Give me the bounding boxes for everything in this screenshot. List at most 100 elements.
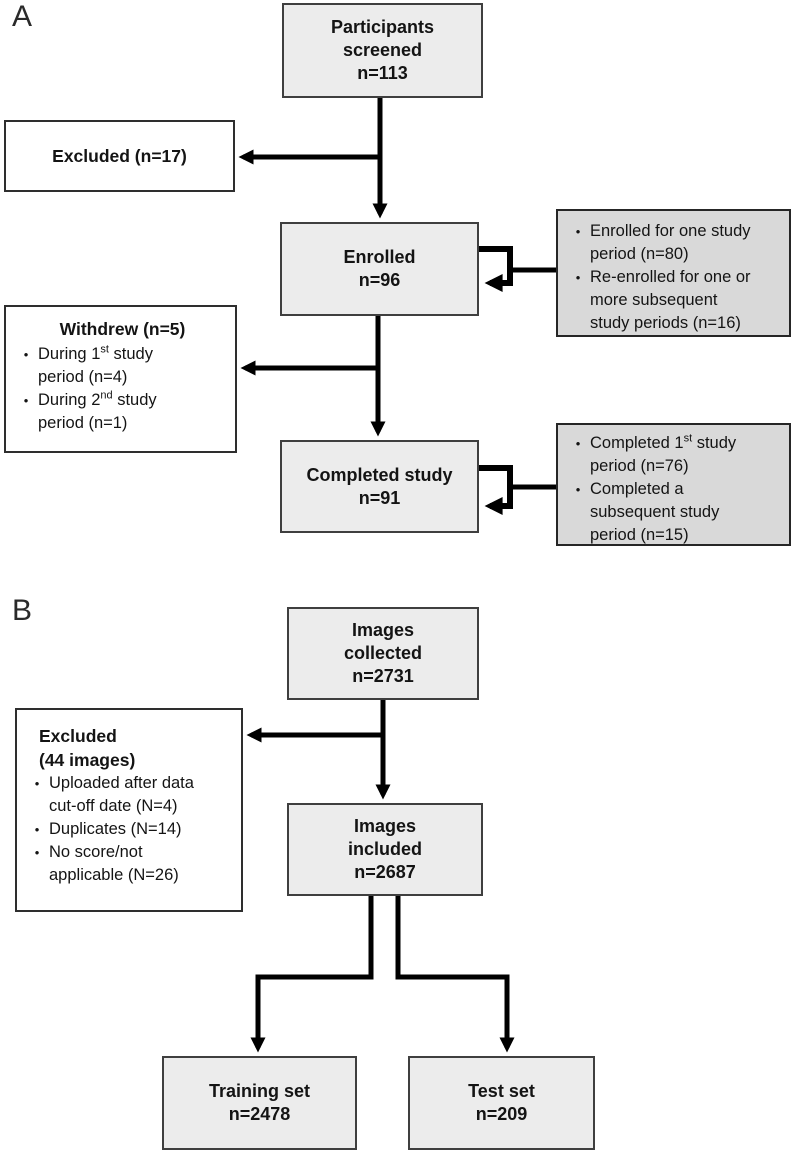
enrolled-note-box: • Enrolled for one study period (n=80) •… bbox=[556, 209, 791, 337]
box-text-line: Images bbox=[353, 816, 417, 836]
bullet-text-pre: period (n=80) bbox=[590, 245, 689, 263]
bullet-dot: • bbox=[23, 393, 29, 408]
bullet-line: • During 2nd study bbox=[14, 389, 231, 412]
box-text-line: n=209 bbox=[475, 1104, 528, 1124]
arrow-included-to-test bbox=[395, 896, 515, 1053]
box-text-line: Participants bbox=[330, 17, 435, 37]
loop-arrow-completed bbox=[478, 465, 513, 515]
bullet-text-post: study bbox=[108, 345, 153, 363]
bullet-text: No score/not bbox=[49, 841, 237, 864]
bullet-line: • Enrolled for one study bbox=[566, 220, 785, 243]
bullet-line: period (n=15) bbox=[566, 524, 785, 547]
bullet-text: period (n=1) bbox=[38, 412, 231, 435]
bullet-line: • Completed a bbox=[566, 478, 785, 501]
box-text-line: n=113 bbox=[357, 63, 408, 83]
bullet-dot: • bbox=[34, 845, 40, 860]
bullet-text-pre: subsequent study bbox=[590, 503, 720, 521]
bullet-text: Duplicates (N=14) bbox=[49, 818, 237, 841]
bullet-line: subsequent study bbox=[566, 501, 785, 524]
test-set-box: Test set n=209 bbox=[408, 1056, 595, 1150]
bullet-text: subsequent study bbox=[590, 501, 785, 524]
box-text-line: screened bbox=[342, 40, 423, 60]
box-text-line: n=91 bbox=[358, 487, 401, 508]
bullet-line: study periods (n=16) bbox=[566, 312, 785, 335]
bullet-line: period (n=4) bbox=[14, 366, 231, 389]
bullet-dot: • bbox=[34, 776, 40, 791]
bullet-text: study periods (n=16) bbox=[590, 312, 785, 335]
bullet-line: more subsequent bbox=[566, 289, 785, 312]
bullet-dot: • bbox=[575, 224, 581, 239]
bullet-text: Completed a bbox=[590, 478, 785, 501]
bullet-text-sup: st bbox=[683, 432, 693, 445]
bullet-dot: • bbox=[575, 482, 581, 497]
bullet-text: During 1st study bbox=[38, 343, 231, 366]
bullet-text-pre: Completed 1 bbox=[590, 434, 684, 452]
box-text-line: Images bbox=[351, 620, 415, 640]
completed-note-box: • Completed 1st study period (n=76) • Co… bbox=[556, 423, 791, 546]
bullet-text-pre: No score/not bbox=[49, 843, 143, 861]
bullet-line: period (n=1) bbox=[14, 412, 231, 435]
bullet-text: period (n=80) bbox=[590, 243, 785, 266]
box-text-line: collected bbox=[343, 643, 423, 663]
bullet-text: During 2nd study bbox=[38, 389, 231, 412]
box-text-line: Test set bbox=[468, 1081, 535, 1101]
completed-study-box: Completed study n=91 bbox=[280, 440, 479, 533]
bullet-line: • Re-enrolled for one or bbox=[566, 266, 785, 289]
box-text-line: n=2731 bbox=[352, 666, 414, 686]
bullet-line: period (n=80) bbox=[566, 243, 785, 266]
loop-arrow-enrolled bbox=[478, 246, 513, 292]
bullet-text-pre: Completed a bbox=[590, 480, 684, 498]
bullet-text: Re-enrolled for one or bbox=[590, 266, 785, 289]
bullet-text: period (n=15) bbox=[590, 524, 785, 547]
box-text-line: n=2687 bbox=[354, 862, 416, 882]
bullet-text-post: study bbox=[112, 391, 157, 409]
bullet-text: Completed 1st study bbox=[590, 432, 785, 455]
bullet-line: • No score/not bbox=[25, 841, 237, 864]
bullet-text-pre: period (n=1) bbox=[38, 414, 128, 432]
bullet-text-pre: Re-enrolled for one or bbox=[590, 268, 751, 286]
excluded-b-box: Excluded (44 images) • Uploaded after da… bbox=[15, 708, 243, 912]
withdrew-box: Withdrew (n=5) • During 1st study period… bbox=[4, 305, 237, 453]
box-text-line: n=2478 bbox=[228, 1104, 291, 1124]
excluded-b-title: Excluded bbox=[39, 726, 117, 746]
box-text-line: n=96 bbox=[358, 270, 401, 290]
bullet-text-pre: period (n=4) bbox=[38, 368, 128, 386]
bullet-text-pre: study periods (n=16) bbox=[590, 314, 741, 332]
bullet-dot: • bbox=[23, 347, 29, 362]
bullet-text: Uploaded after data bbox=[49, 772, 237, 795]
bullet-text-pre: During 2 bbox=[38, 391, 101, 409]
box-text-line: Enrolled bbox=[343, 247, 416, 267]
box-text-line: Excluded (n=17) bbox=[52, 145, 187, 166]
bullet-line: • Uploaded after data bbox=[25, 772, 237, 795]
bullet-text-post: study bbox=[692, 434, 737, 452]
bullet-text-pre: Uploaded after data bbox=[49, 774, 194, 792]
images-included-box: Images included n=2687 bbox=[287, 803, 483, 896]
panel-a-label: A bbox=[12, 0, 33, 33]
bullet-text: applicable (N=26) bbox=[49, 864, 237, 887]
arrow-included-to-training bbox=[250, 896, 374, 1053]
bullet-text-sup: st bbox=[100, 343, 109, 356]
bullet-text: Enrolled for one study bbox=[590, 220, 785, 243]
participants-screened-box: Participants screened n=113 bbox=[282, 3, 483, 98]
bullet-text-pre: period (n=15) bbox=[590, 526, 689, 544]
bullet-dot: • bbox=[34, 822, 40, 837]
box-text-line: included bbox=[347, 839, 422, 859]
bullet-line: cut-off date (N=4) bbox=[25, 795, 237, 818]
bullet-line: period (n=76) bbox=[566, 455, 785, 478]
bullet-dot: • bbox=[575, 270, 581, 285]
bullet-dot: • bbox=[575, 436, 581, 451]
bullet-line: applicable (N=26) bbox=[25, 864, 237, 887]
bullet-text: period (n=4) bbox=[38, 366, 231, 389]
panel-b-label: B bbox=[12, 594, 33, 627]
enrolled-box: Enrolled n=96 bbox=[280, 222, 479, 316]
images-collected-box: Images collected n=2731 bbox=[287, 607, 479, 700]
bullet-line: • During 1st study bbox=[14, 343, 231, 366]
bullet-line: • Completed 1st study bbox=[566, 432, 785, 455]
bullet-text-pre: applicable (N=26) bbox=[49, 866, 179, 884]
excluded-a-box: Excluded (n=17) bbox=[4, 120, 235, 192]
bullet-text-pre: Enrolled for one study bbox=[590, 222, 751, 240]
bullet-text: more subsequent bbox=[590, 289, 785, 312]
training-set-box: Training set n=2478 bbox=[162, 1056, 357, 1150]
